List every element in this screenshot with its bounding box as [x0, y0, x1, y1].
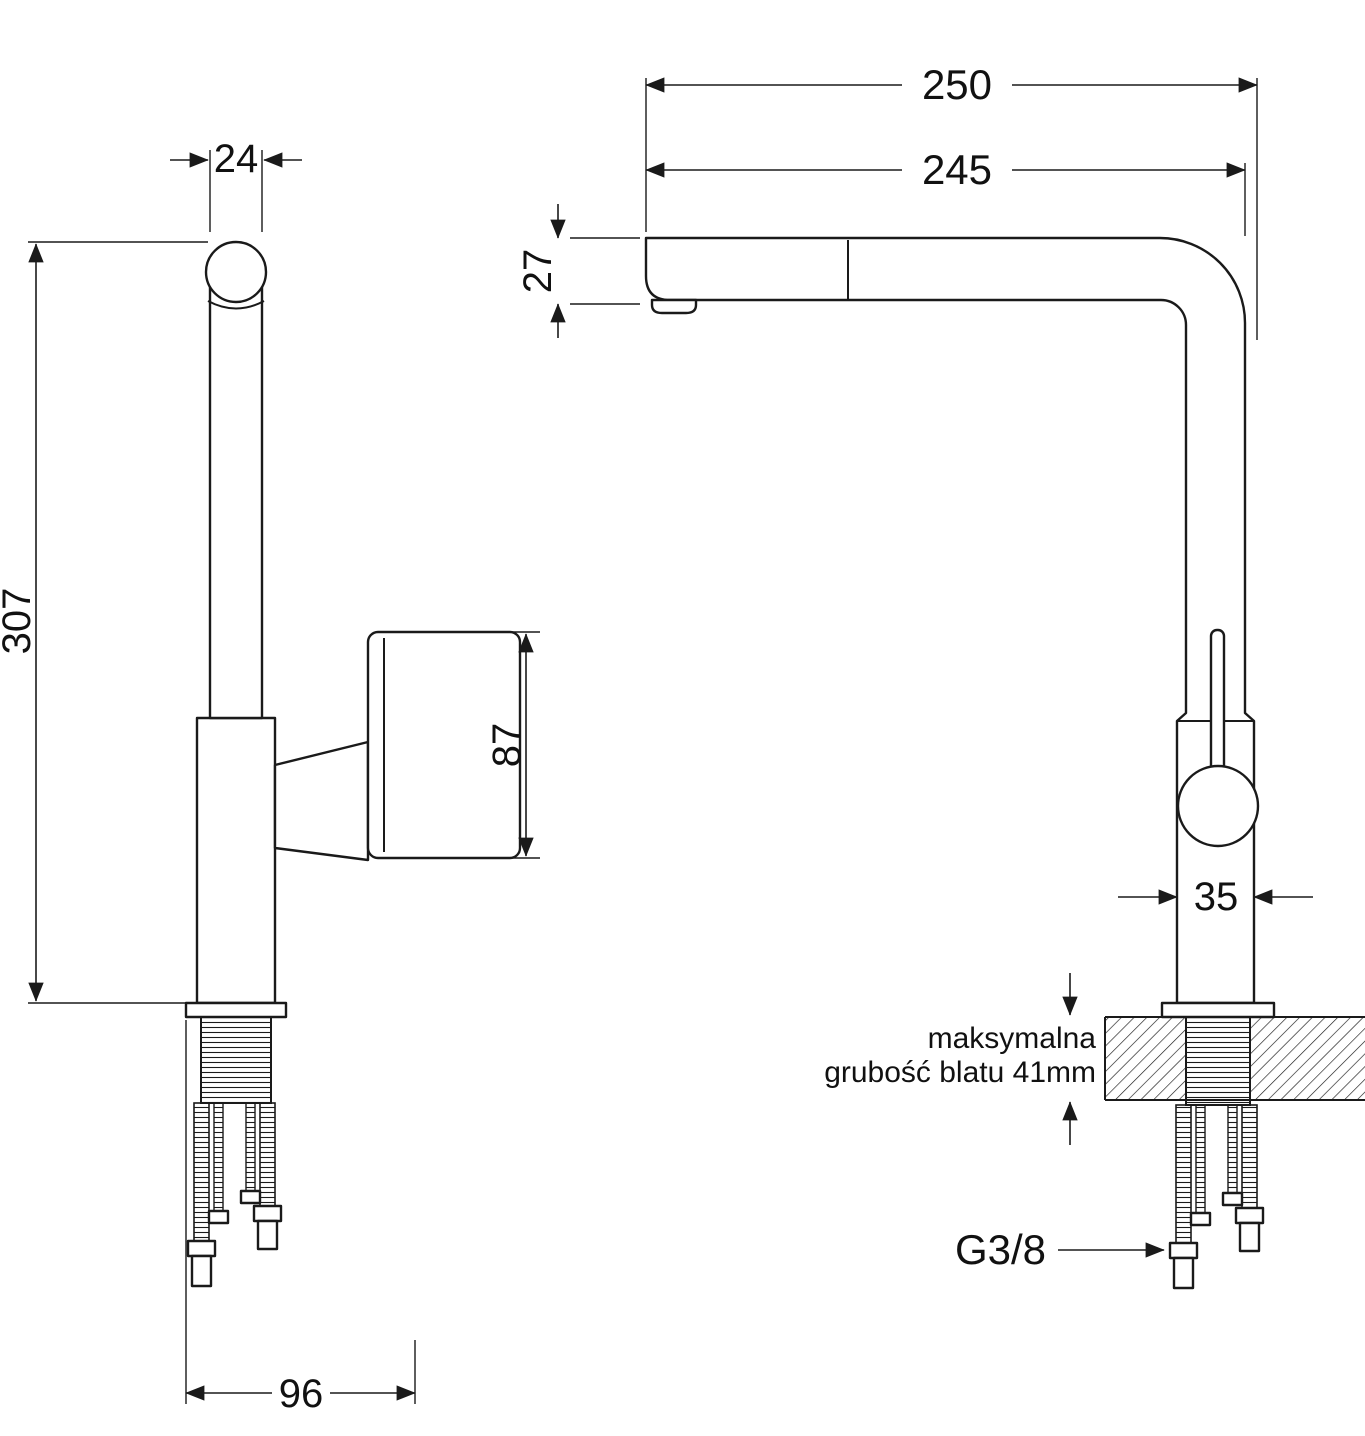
- handle-pivot: [1176, 764, 1260, 848]
- front-view: 250 245 27 35 maksymalna grub: [516, 61, 1365, 1290]
- hose-connector: [252, 1204, 283, 1223]
- handle-cone: [273, 740, 370, 862]
- dim-label-307: 307: [0, 588, 39, 655]
- mounting-stud: [1227, 1104, 1238, 1194]
- hose-nut: [256, 1219, 279, 1251]
- hose-nut: [1172, 1256, 1195, 1290]
- supply-hose: [259, 1102, 276, 1207]
- hose-connector: [1234, 1206, 1265, 1225]
- thread-size-label: G3/8: [955, 1226, 1046, 1273]
- hose-connector: [1168, 1241, 1199, 1260]
- spout-outlet-lip: [207, 300, 265, 310]
- hose-connector: [186, 1239, 217, 1258]
- hose-nut: [190, 1254, 213, 1288]
- countertop-note-line1: maksymalna: [928, 1022, 1097, 1055]
- stud-nut: [207, 1209, 230, 1225]
- spout-head-circle: [204, 240, 268, 304]
- countertop-hatch-right: [1250, 1017, 1365, 1100]
- dim-base-width: 96: [185, 1020, 416, 1416]
- mounting-thread-front: [1185, 1016, 1251, 1106]
- hose-nut: [1238, 1221, 1261, 1253]
- mounting-stud: [213, 1102, 224, 1212]
- mounting-stud: [1195, 1104, 1206, 1214]
- dim-body-diameter: 35: [1118, 875, 1313, 919]
- supply-hose: [1175, 1104, 1192, 1244]
- supply-hose: [1241, 1104, 1258, 1209]
- base-flange-side: [184, 1001, 288, 1019]
- dim-spout-reach: 245: [645, 146, 1246, 236]
- mounting-thread-side: [200, 1016, 272, 1104]
- faucet-outline-front: [644, 236, 1256, 1005]
- dim-handle-height: 87: [485, 631, 540, 859]
- supply-hose: [193, 1102, 210, 1242]
- side-view: 24 307 87 96: [0, 137, 540, 1416]
- dim-label-87: 87: [485, 723, 529, 768]
- thread-size-callout: G3/8: [955, 1226, 1165, 1273]
- dim-label-35: 35: [1194, 875, 1239, 919]
- dim-label-96: 96: [279, 1372, 324, 1416]
- riser-pipe-side: [208, 270, 264, 720]
- countertop-thickness: maksymalna grubość blatu 41mm: [824, 973, 1096, 1145]
- base-flange-front: [1160, 1001, 1276, 1019]
- stud-nut: [1221, 1191, 1244, 1207]
- handle-rod: [1209, 628, 1226, 782]
- dim-label-27: 27: [516, 249, 560, 294]
- mounting-stud: [245, 1102, 256, 1192]
- dim-spout-width: 24: [170, 137, 302, 232]
- dim-label-245: 245: [922, 146, 992, 193]
- dim-label-250: 250: [922, 61, 992, 108]
- aerator: [650, 298, 698, 315]
- dim-total-height: 307: [0, 241, 208, 1004]
- countertop-note-line2: grubość blatu 41mm: [824, 1056, 1096, 1089]
- supply-hardware-side: [186, 1102, 283, 1288]
- dim-label-24: 24: [214, 137, 259, 181]
- countertop-hatch-left: [1105, 1017, 1186, 1100]
- supply-hardware-front: [1168, 1104, 1265, 1290]
- faucet-body-side: [195, 716, 277, 1005]
- stud-nut: [1189, 1211, 1212, 1227]
- dim-total-reach: 250: [645, 61, 1258, 340]
- countertop: [1104, 1016, 1365, 1101]
- stud-nut: [239, 1189, 262, 1205]
- dim-spout-height: 27: [516, 204, 640, 338]
